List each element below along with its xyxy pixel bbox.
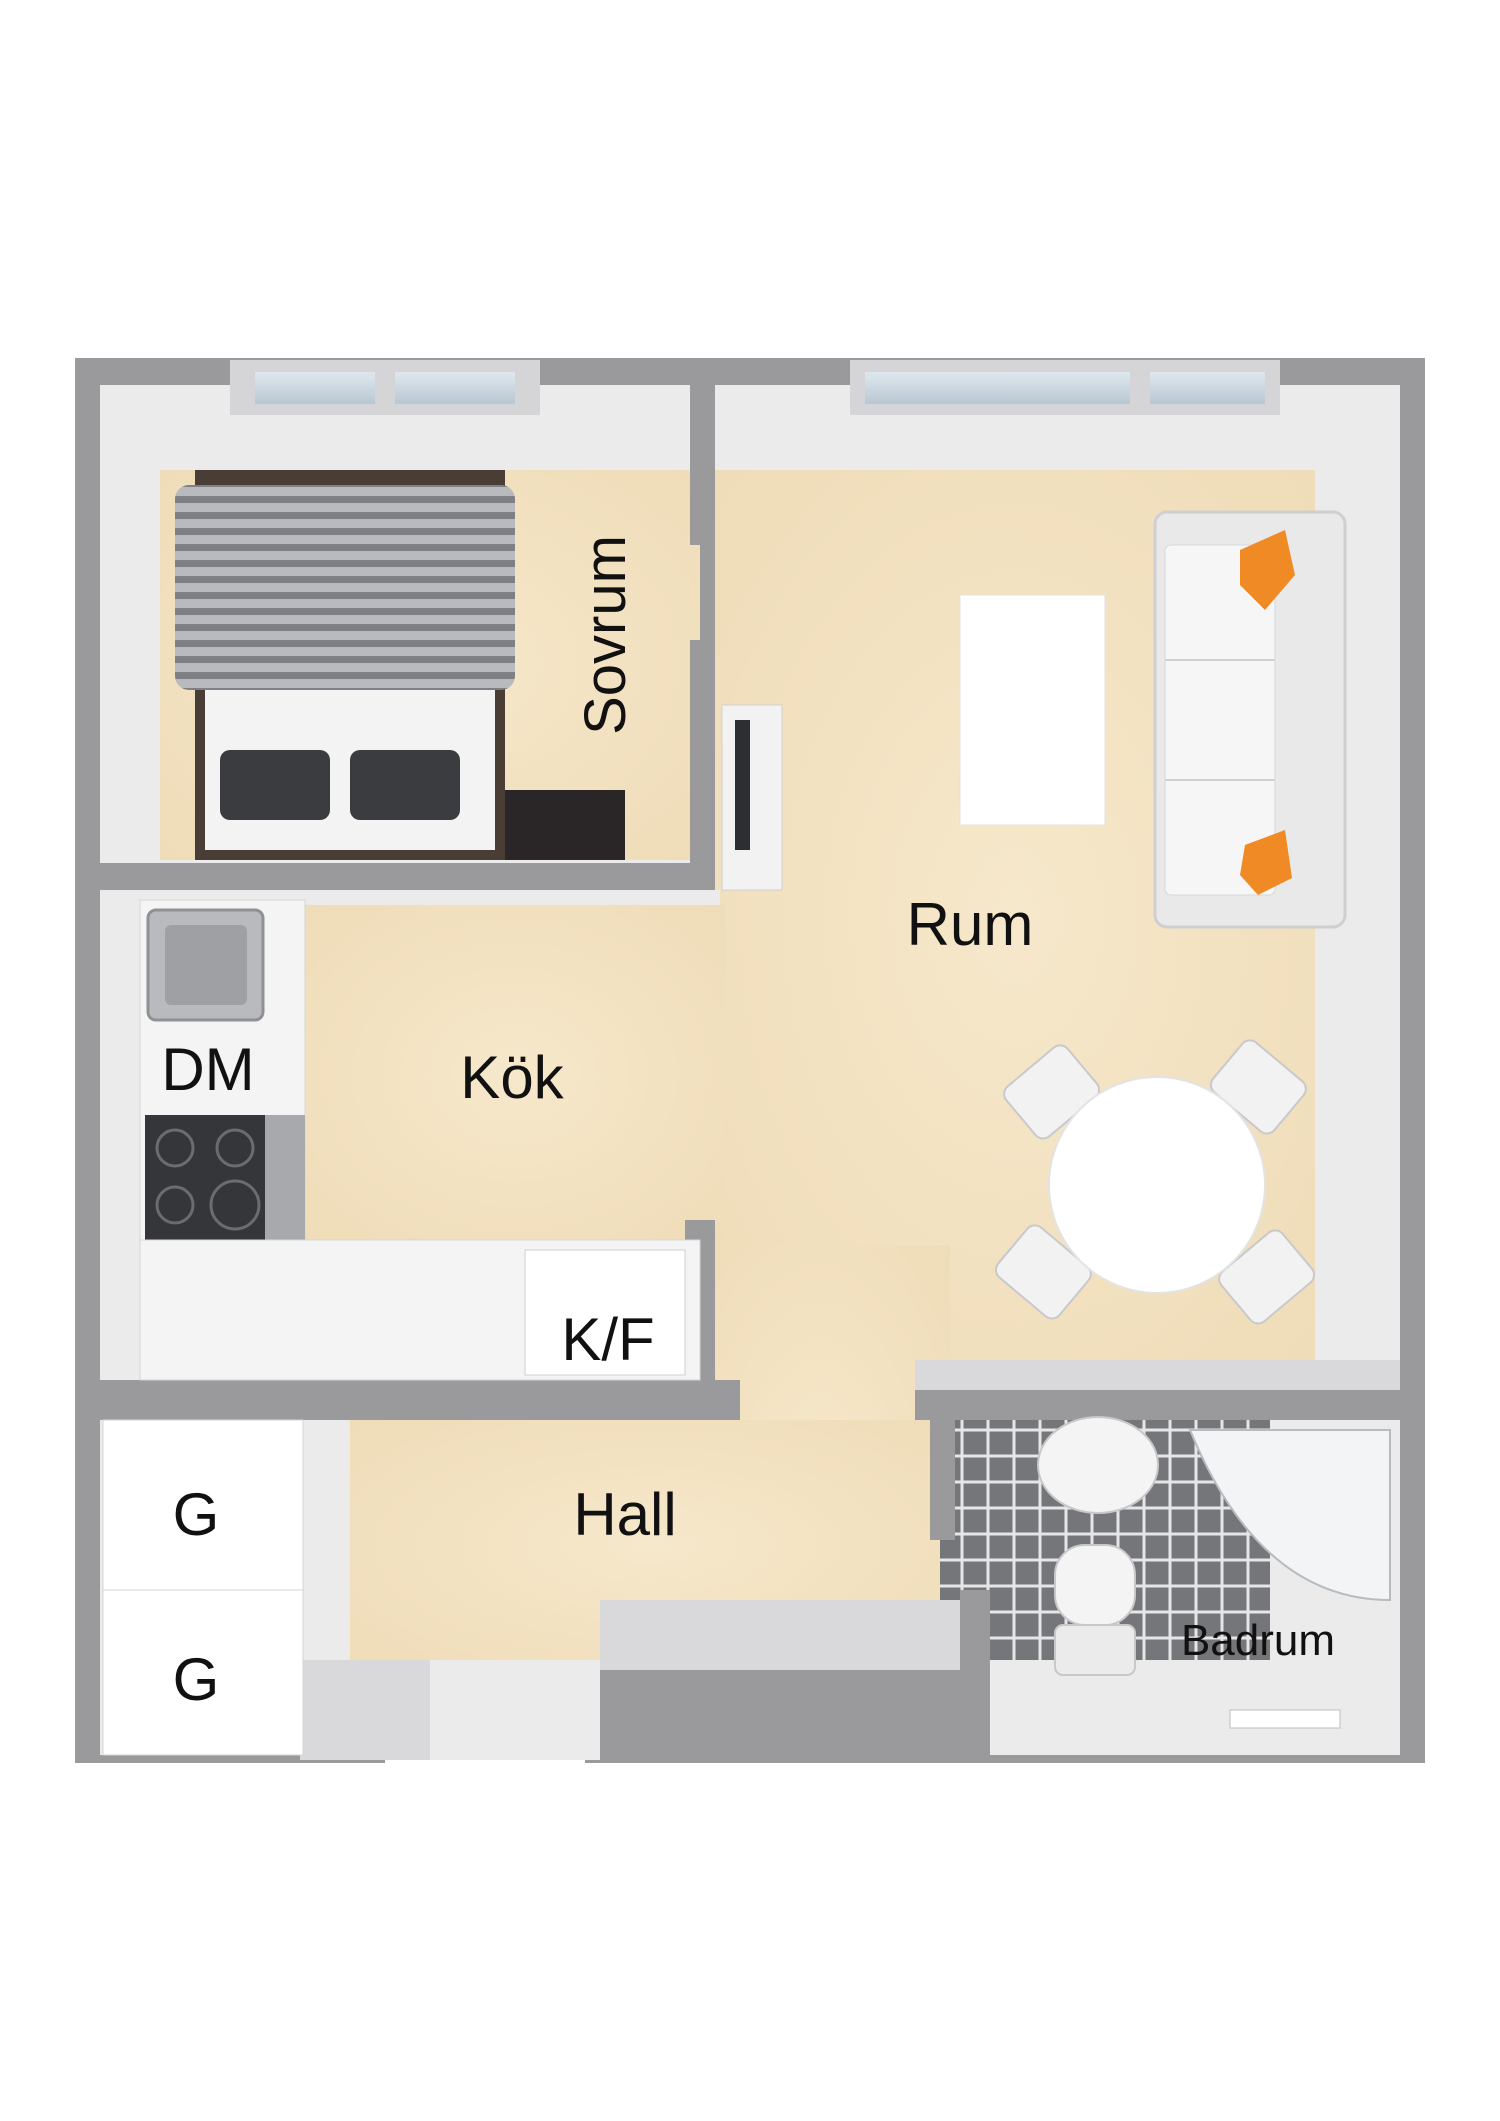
washbasin-icon	[1037, 1416, 1159, 1514]
room-label-sovrum: Sovrum	[573, 535, 638, 735]
fixture-label-g1: G	[173, 1481, 220, 1548]
duvet	[175, 485, 515, 690]
fridge-freezer	[524, 1249, 686, 1376]
pillow-icon	[350, 750, 460, 820]
coffee-table	[959, 594, 1106, 826]
room-label-kok: Kök	[460, 1044, 564, 1111]
room-label-rum: Rum	[907, 891, 1034, 958]
room-labels: Sovrum Rum Kök Hall Badrum DM K/F G G	[161, 535, 1335, 1713]
room-label-badrum: Badrum	[1181, 1616, 1335, 1665]
kitchen	[139, 899, 701, 1381]
dining-set	[994, 1039, 1316, 1325]
fixture-label-dm: DM	[161, 1036, 254, 1103]
fixture-label-g2: G	[173, 1646, 220, 1713]
bathroom-fixtures	[1037, 1416, 1391, 1729]
wardrobe	[102, 1419, 304, 1591]
towel-rail	[1229, 1709, 1341, 1729]
wall-ledges	[300, 1360, 1400, 1760]
tv-icon	[735, 720, 750, 850]
toilet-icon	[1054, 1544, 1136, 1626]
dining-table	[1048, 1076, 1266, 1294]
chair-icon	[1218, 1229, 1316, 1325]
shower-icon	[1188, 1429, 1391, 1602]
cushion-icon	[1240, 830, 1292, 895]
interior-walls	[100, 385, 1400, 1760]
windows	[230, 360, 1280, 415]
chair-icon	[994, 1224, 1092, 1320]
room-label-hall: Hall	[573, 1481, 676, 1548]
pillow-icon	[220, 750, 330, 820]
bed	[175, 470, 625, 860]
cushion-icon	[1240, 530, 1295, 610]
nightstand	[505, 790, 625, 860]
fixture-label-kf: K/F	[561, 1306, 654, 1373]
wardrobe	[102, 1589, 304, 1756]
sofa	[1153, 510, 1347, 929]
wardrobes	[102, 1419, 304, 1756]
tv-unit	[721, 704, 783, 891]
